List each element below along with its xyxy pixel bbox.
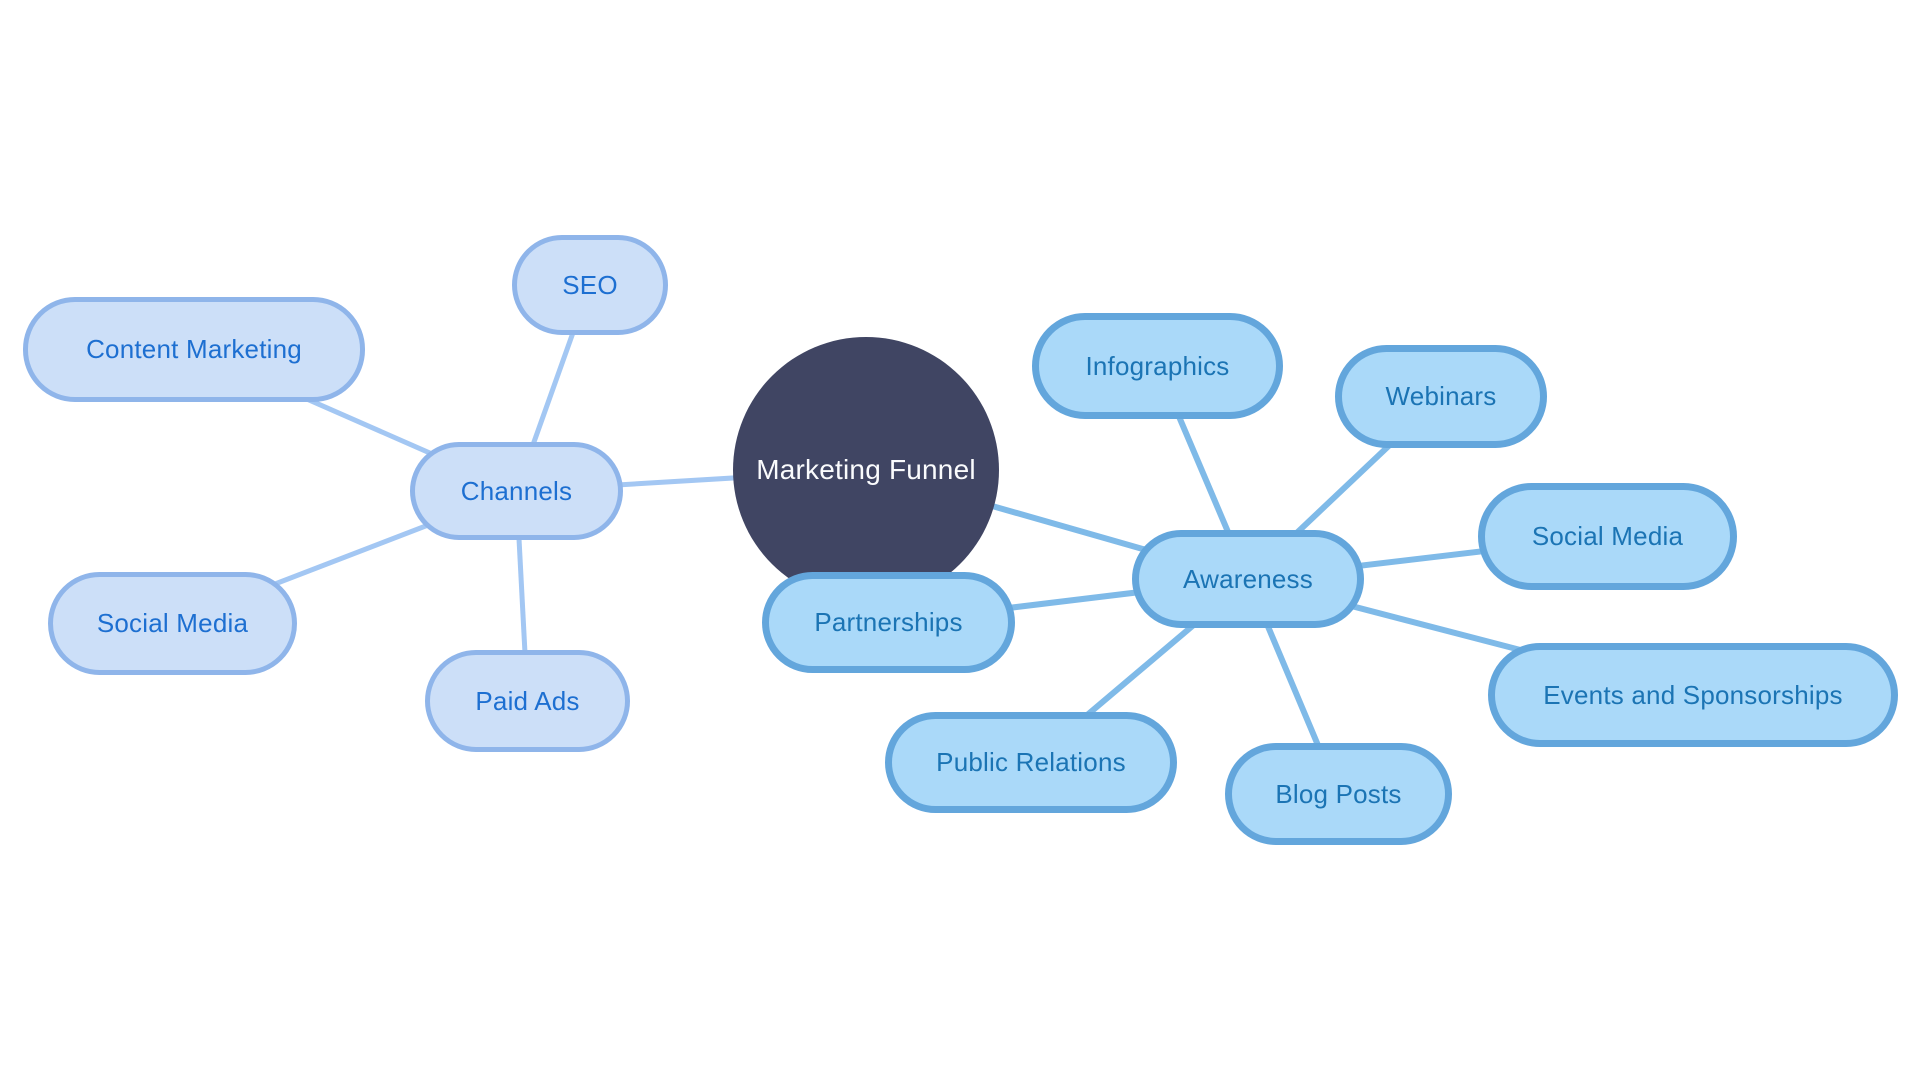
node-root-label: Marketing Funnel xyxy=(756,454,976,485)
node-events-sponsorships[interactable]: Events and Sponsorships xyxy=(1488,643,1898,747)
node-infographics-label: Infographics xyxy=(1085,350,1230,381)
node-seo-label: SEO xyxy=(562,269,618,300)
node-webinars-label: Webinars xyxy=(1385,381,1497,411)
node-root[interactable]: Marketing Funnel xyxy=(733,337,999,603)
node-awareness-label: Awareness xyxy=(1183,563,1313,594)
node-partnerships-label: Partnerships xyxy=(814,607,963,637)
node-blog-posts-label: Blog Posts xyxy=(1275,778,1402,809)
node-seo[interactable]: SEO xyxy=(512,235,668,335)
node-blog-posts[interactable]: Blog Posts xyxy=(1225,743,1452,845)
node-social-media-right[interactable]: Social Media xyxy=(1478,483,1737,590)
node-partnerships[interactable]: Partnerships xyxy=(762,572,1015,673)
node-public-relations-label: Public Relations xyxy=(936,747,1126,777)
node-channels[interactable]: Channels xyxy=(410,442,623,540)
node-webinars[interactable]: Webinars xyxy=(1335,345,1547,448)
node-events-sponsorships-label: Events and Sponsorships xyxy=(1543,679,1843,710)
node-content-marketing-label: Content Marketing xyxy=(86,334,302,364)
node-paid-ads[interactable]: Paid Ads xyxy=(425,650,630,752)
node-social-media-left[interactable]: Social Media xyxy=(48,572,297,675)
node-content-marketing[interactable]: Content Marketing xyxy=(23,297,365,402)
node-channels-label: Channels xyxy=(460,475,573,506)
node-paid-ads-label: Paid Ads xyxy=(475,685,580,716)
node-social-media-left-label: Social Media xyxy=(96,608,249,638)
node-infographics[interactable]: Infographics xyxy=(1032,313,1283,419)
node-awareness[interactable]: Awareness xyxy=(1132,530,1364,628)
node-social-media-right-label: Social Media xyxy=(1531,521,1684,551)
node-public-relations[interactable]: Public Relations xyxy=(885,712,1177,813)
